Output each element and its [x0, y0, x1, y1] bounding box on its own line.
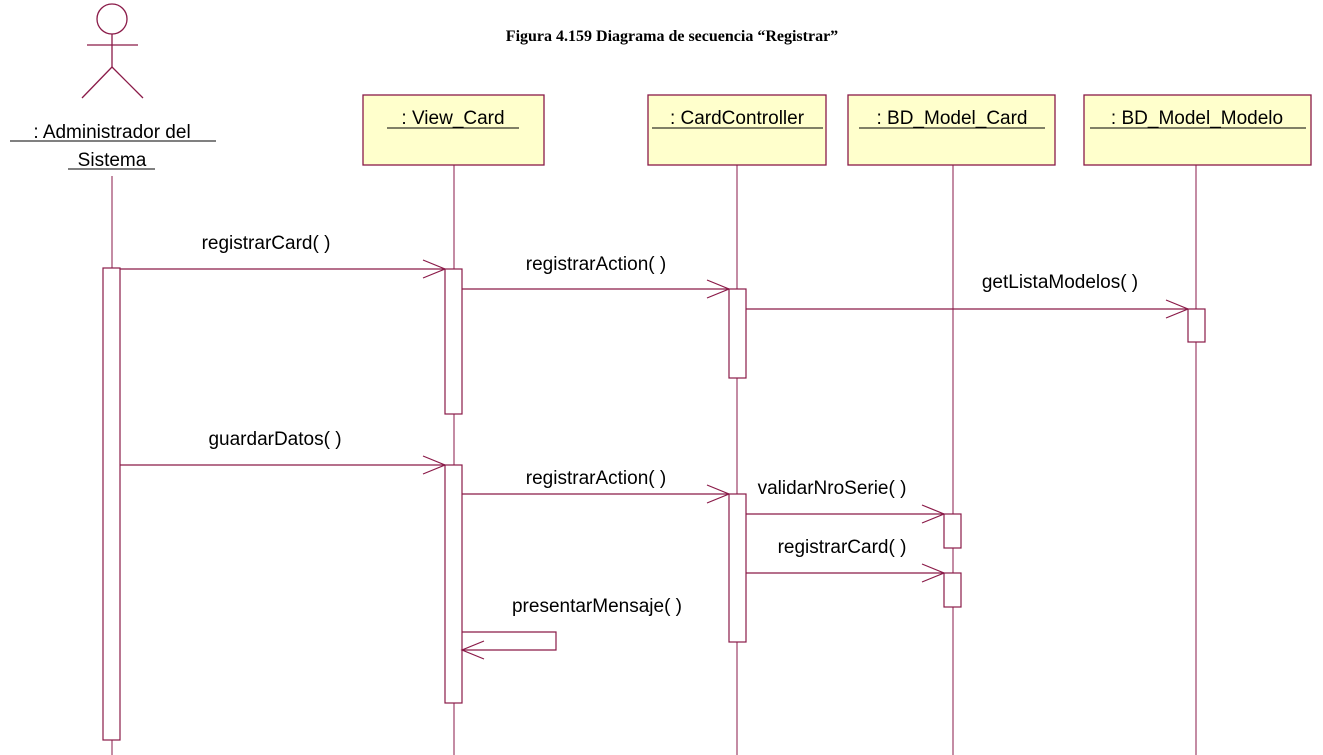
activation-view-card-1 [444, 268, 463, 415]
message-validar-nro-serie [746, 504, 946, 524]
message-label-validar-nro-serie: validarNroSerie( ) [758, 478, 907, 499]
message-guardar-datos [120, 455, 447, 475]
object-card-controller: : CardController [647, 94, 827, 166]
figure-caption: Figura 4.159 Diagrama de secuencia “Regi… [506, 28, 838, 45]
activation-view-card-2 [444, 464, 463, 704]
message-registrar-card [120, 259, 447, 279]
object-card-controller-label: : CardController [670, 108, 805, 129]
message-label-registrar-card: registrarCard( ) [202, 233, 331, 254]
stick-figure-icon [81, 3, 144, 99]
message-registrar-card-2 [746, 563, 946, 583]
message-label-registrar-card-2: registrarCard( ) [778, 537, 907, 558]
message-label-guardar-datos: guardarDatos( ) [208, 429, 341, 450]
message-get-lista-modelos [746, 299, 1190, 319]
object-bd-model-card-label: : BD_Model_Card [876, 108, 1027, 129]
activation-actor [102, 267, 121, 741]
actor-name: : Administrador del Sistema [10, 122, 216, 171]
message-registrar-action-2 [462, 484, 731, 504]
activation-controller-2 [728, 493, 747, 643]
object-view-card: : View_Card [362, 94, 545, 166]
object-bd-model-modelo-label: : BD_Model_Modelo [1111, 108, 1283, 129]
message-registrar-action-1 [462, 279, 731, 299]
activation-bd-card-1 [943, 513, 962, 549]
actor-name-line1: : Administrador del [33, 122, 190, 143]
activation-controller-1 [728, 288, 747, 379]
activation-bd-card-2 [943, 572, 962, 608]
message-label-registrar-action-2: registrarAction( ) [526, 468, 666, 489]
message-label-registrar-action-1: registrarAction( ) [526, 254, 666, 275]
object-bd-model-modelo: : BD_Model_Modelo [1083, 94, 1312, 166]
object-view-card-label: : View_Card [401, 108, 504, 129]
message-label-get-lista-modelos: getListaModelos( ) [982, 272, 1138, 293]
message-presentar-mensaje [460, 631, 557, 660]
object-bd-model-card: : BD_Model_Card [847, 94, 1056, 166]
message-label-presentar-mensaje: presentarMensaje( ) [512, 596, 682, 617]
actor-name-line2: Sistema [78, 150, 147, 171]
activation-modelo-1 [1187, 308, 1206, 343]
